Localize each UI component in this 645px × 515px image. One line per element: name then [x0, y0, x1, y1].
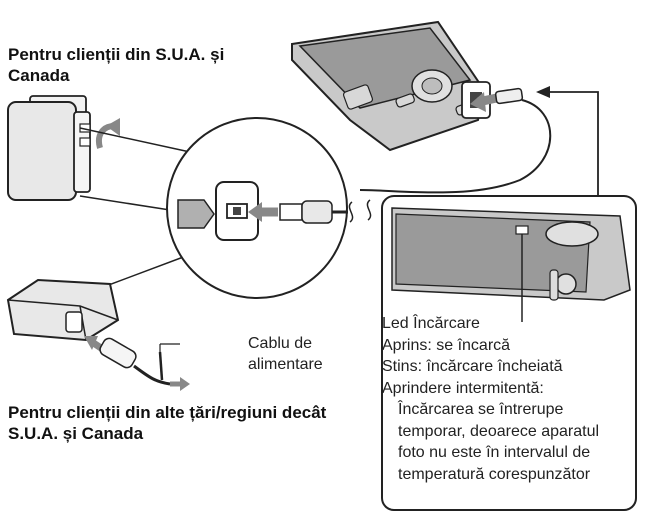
led-state-on: Aprins: se încarcă	[382, 336, 511, 354]
usb-cable	[359, 99, 552, 194]
power-cable-label-line-2: alimentare	[248, 356, 323, 373]
camera-top-illustration	[291, 20, 491, 152]
magnified-usb-plug	[279, 199, 372, 224]
led-state-blink: Aprindere intermitentă:	[382, 379, 544, 397]
camera-zoom-box	[381, 195, 637, 511]
led-blink-line-4: temperatură corespunzător	[398, 465, 591, 483]
charge-led-legend: Led Încărcare Aprins: se încarcă Stins: …	[382, 313, 637, 485]
reference-arrow	[536, 86, 599, 195]
power-cord	[84, 336, 190, 391]
magnified-usb-port	[177, 181, 259, 241]
rotate-arrow-icon	[96, 118, 120, 149]
led-state-off: Stins: încărcare încheiată	[382, 358, 563, 375]
led-blink-line-2: temporar, deoarece aparatul	[398, 422, 600, 440]
heading-other-regions: Pentru clienții din alte țări/regiuni de…	[8, 403, 327, 443]
us-power-adapter	[7, 95, 91, 201]
power-cable-label-line-1: Cablu de	[248, 335, 313, 352]
usb-plug-small	[494, 87, 524, 105]
other-power-adapter	[6, 278, 120, 342]
led-blink-line-3: foto nu este în intervalul de	[398, 444, 591, 461]
insert-arrow-usb	[248, 202, 278, 222]
heading-us-canada: Pentru clienții din S.U.A. și Canada	[8, 45, 225, 85]
power-cable-label: Cablu de alimentare	[248, 333, 323, 375]
led-blink-line-1: Încărcarea se întrerupe	[398, 401, 564, 418]
led-title: Led Încărcare	[382, 315, 480, 332]
